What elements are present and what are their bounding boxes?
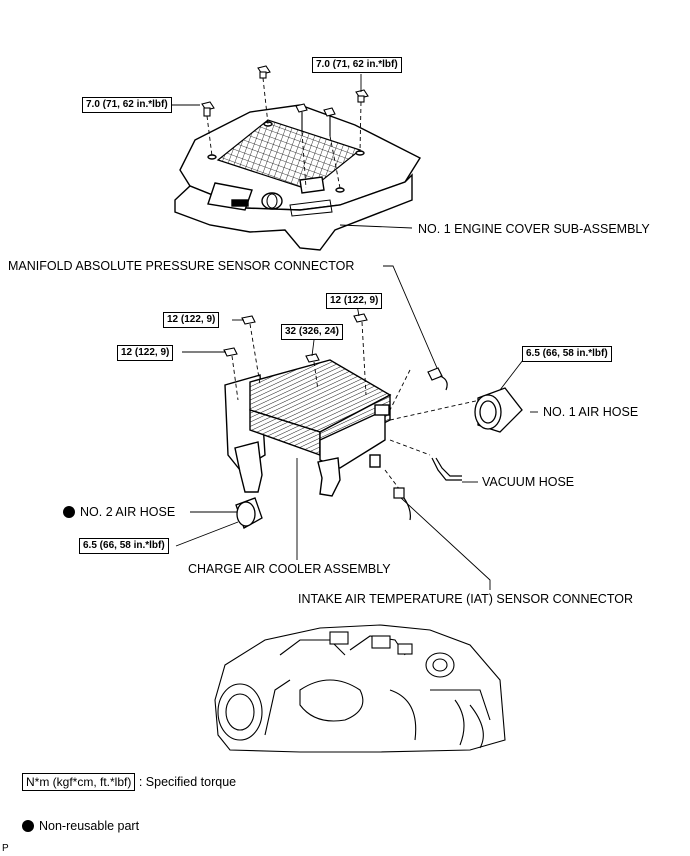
torque-label-bolt-a: 12 (122, 9) <box>163 312 220 328</box>
cooler-leader-lines <box>231 321 481 491</box>
legend-nonreusable-desc: Non-reusable part <box>39 819 140 833</box>
nonreusable-legend-icon <box>22 820 34 832</box>
cover-leader-lines <box>206 77 362 189</box>
nonreusable-marker-icon <box>63 506 75 518</box>
iat-sensor-connector <box>393 487 411 521</box>
map-sensor-connector <box>427 367 448 391</box>
engine-bay-context <box>214 624 506 753</box>
label-no2-air-hose: NO. 2 AIR HOSE <box>63 505 175 519</box>
cover-bolts <box>201 65 369 136</box>
torque-label-bolt-c: 12 (122, 9) <box>326 293 383 309</box>
corner-mark: P <box>2 843 9 854</box>
legend-torque-unit: N*m (kgf*cm, ft.*lbf) <box>22 773 136 791</box>
torque-label-air-hose-2: 6.5 (66, 58 in.*lbf) <box>79 538 169 554</box>
label-engine-cover: NO. 1 ENGINE COVER SUB-ASSEMBLY <box>418 222 650 236</box>
label-no1-air-hose: NO. 1 AIR HOSE <box>543 405 639 419</box>
no2-air-hose <box>235 497 263 529</box>
vacuum-hose <box>431 457 462 481</box>
torque-label-cover-left: 7.0 (71, 62 in.*lbf) <box>82 97 172 113</box>
legend-nonreusable: Non-reusable part <box>22 819 139 833</box>
label-map-sensor-connector: MANIFOLD ABSOLUTE PRESSURE SENSOR CONNEC… <box>8 259 355 273</box>
charge-air-cooler <box>224 359 392 497</box>
no1-air-hose <box>474 387 523 433</box>
cooler-bolts <box>223 313 368 363</box>
label-charge-air-cooler: CHARGE AIR COOLER ASSEMBLY <box>188 562 391 576</box>
legend-torque: N*m (kgf*cm, ft.*lbf) : Specified torque <box>22 773 237 791</box>
engine-cover <box>174 104 421 251</box>
label-no2-air-hose-text: NO. 2 AIR HOSE <box>80 505 176 519</box>
label-vacuum-hose: VACUUM HOSE <box>482 475 575 489</box>
legend-torque-desc: : Specified torque <box>138 775 237 789</box>
torque-label-bolt-b: 12 (122, 9) <box>117 345 174 361</box>
label-iat-sensor-connector: INTAKE AIR TEMPERATURE (IAT) SENSOR CONN… <box>298 592 633 606</box>
torque-label-bolt-center: 32 (326, 24) <box>281 324 343 340</box>
torque-label-air-hose-1: 6.5 (66, 58 in.*lbf) <box>522 346 612 362</box>
torque-label-cover-right: 7.0 (71, 62 in.*lbf) <box>312 57 402 73</box>
